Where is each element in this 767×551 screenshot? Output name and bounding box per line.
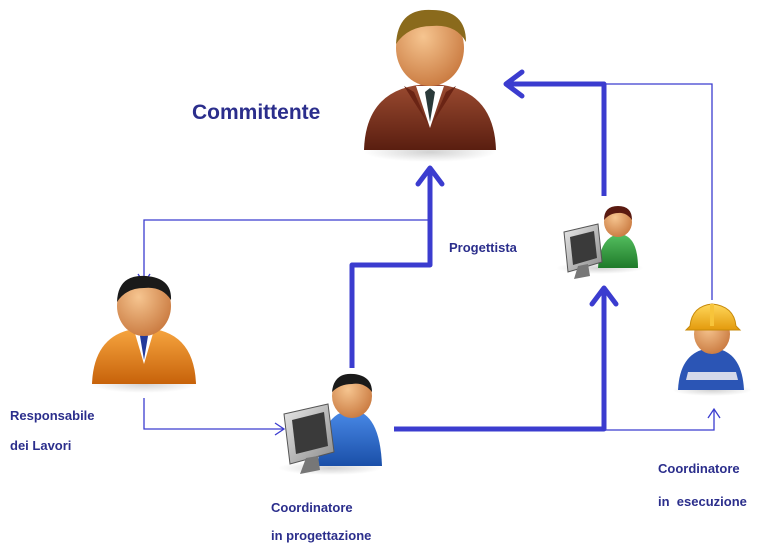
- thin-connector-responsabile-to-coordinatore: [143, 398, 283, 430]
- label-coordinatore-progettazione-line1: Coordinatore: [271, 500, 353, 515]
- label-responsabile-line2: dei Lavori: [10, 438, 72, 453]
- thick-arrowhead-to-committente-right: [503, 69, 525, 99]
- label-coordinatore-esecuzione-line2: in esecuzione: [658, 494, 747, 509]
- label-coordinatore-esecuzione-line1: Coordinatore: [658, 461, 740, 476]
- construction-worker-hardhat-icon: [672, 303, 752, 396]
- thin-connector-committente-to-responsabile: [143, 219, 430, 282]
- thick-connector-progettista-to-committente: [508, 81, 607, 196]
- thick-connector-coordinatore-to-committente: [349, 172, 433, 368]
- thick-arrowhead-to-committente: [415, 165, 445, 187]
- person-at-computer-icon: [278, 373, 382, 475]
- label-progettista: Progettista: [449, 240, 517, 255]
- thin-connector-to-esecuzione: [604, 410, 715, 431]
- thin-connector-esecuzione-to-committente: [604, 83, 713, 300]
- label-responsabile-line1: Responsabile: [10, 408, 95, 423]
- thick-connector-coordinatore-to-progettista: [394, 292, 607, 432]
- person-at-computer-icon: [556, 206, 644, 279]
- businessman-brown-suit-icon: [364, 9, 496, 162]
- arrowhead-to-esecuzione: [707, 407, 721, 419]
- label-committente: Committente: [192, 101, 321, 124]
- label-coordinatore-progettazione-line2: in progettazione: [271, 528, 372, 543]
- businessman-orange-suit-icon: [90, 275, 198, 393]
- connectors: [137, 69, 721, 436]
- thick-arrowhead-to-progettista: [589, 285, 619, 307]
- arrowhead-to-coordinatore-progettazione: [274, 422, 286, 436]
